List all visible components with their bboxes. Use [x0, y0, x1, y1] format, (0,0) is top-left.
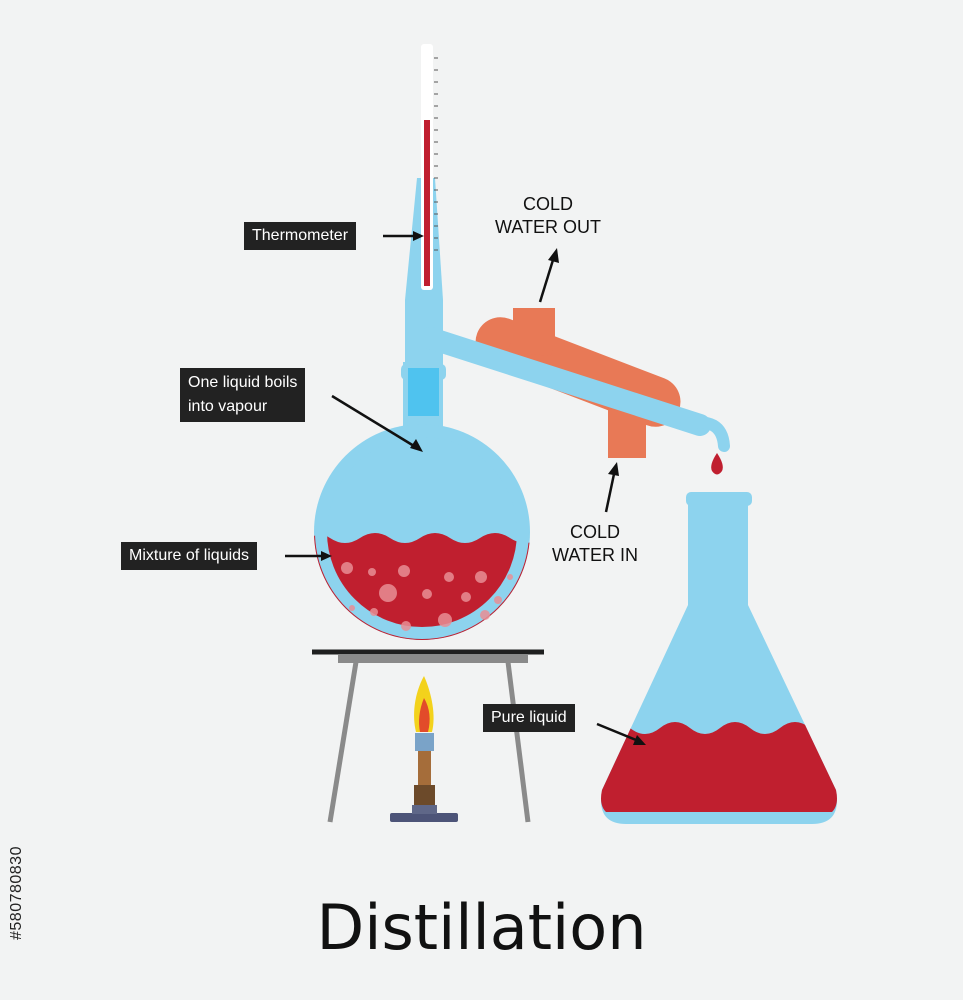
bunsen-burner: [390, 676, 458, 822]
round-bottom-flask: [314, 362, 530, 640]
pure-liquid-label: Pure liquid: [483, 704, 575, 732]
arrows: [285, 231, 646, 745]
diagram-title: Distillation: [316, 891, 647, 964]
mixture-label: Mixture of liquids: [121, 542, 258, 570]
water-in-line1: COLD: [569, 522, 620, 542]
thermometer: [421, 44, 438, 290]
cold-water-in-label: COLD WATER IN: [552, 521, 638, 567]
bubbles: [341, 562, 513, 631]
boils-arrow: [331, 394, 415, 448]
cold-water-out-label: COLD WATER OUT: [495, 193, 601, 239]
condenser-tube: [419, 327, 730, 452]
boils-label: One liquid boils into vapour: [180, 368, 306, 422]
water-out-line2: WATER OUT: [495, 217, 601, 237]
water-in-arrow: [604, 473, 616, 513]
stock-id: #580780830: [8, 846, 25, 940]
water-out-line1: COLD: [522, 194, 573, 214]
conical-flask: [601, 492, 837, 824]
pure-arrow: [596, 722, 637, 742]
water-out-arrow: [538, 259, 555, 303]
thermometer-label: Thermometer: [244, 222, 357, 250]
water-in-line2: WATER IN: [552, 545, 638, 565]
boils-label-line2: into vapour: [188, 398, 268, 415]
tripod-stand: [312, 649, 544, 823]
boils-label-line1: One liquid boils: [188, 374, 298, 391]
